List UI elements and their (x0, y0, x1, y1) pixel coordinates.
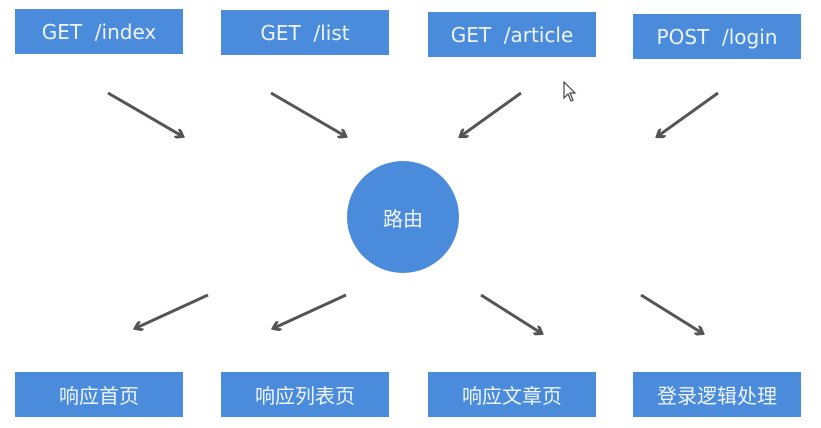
request-box-get-article: GET /article (428, 12, 596, 57)
response-box-article: 响应文章页 (428, 372, 596, 417)
arrow-icon (480, 293, 541, 333)
router-node: 路由 (347, 161, 459, 273)
arrow-icon (107, 91, 182, 136)
response-box-list: 响应列表页 (221, 372, 389, 417)
arrow-icon (461, 91, 522, 136)
request-box-get-index: GET /index (15, 9, 183, 54)
request-box-post-login: POST /login (633, 14, 801, 59)
response-box-home: 响应首页 (15, 372, 183, 417)
request-box-get-list: GET /list (221, 10, 389, 55)
router-label: 路由 (383, 206, 423, 231)
arrow-icon (136, 293, 209, 328)
response-box-login: 登录逻辑处理 (633, 372, 801, 417)
arrow-icon (658, 91, 719, 136)
arrow-icon (274, 293, 347, 328)
mouse-pointer-icon (563, 81, 577, 102)
arrow-icon (270, 91, 345, 136)
arrow-icon (640, 293, 702, 333)
